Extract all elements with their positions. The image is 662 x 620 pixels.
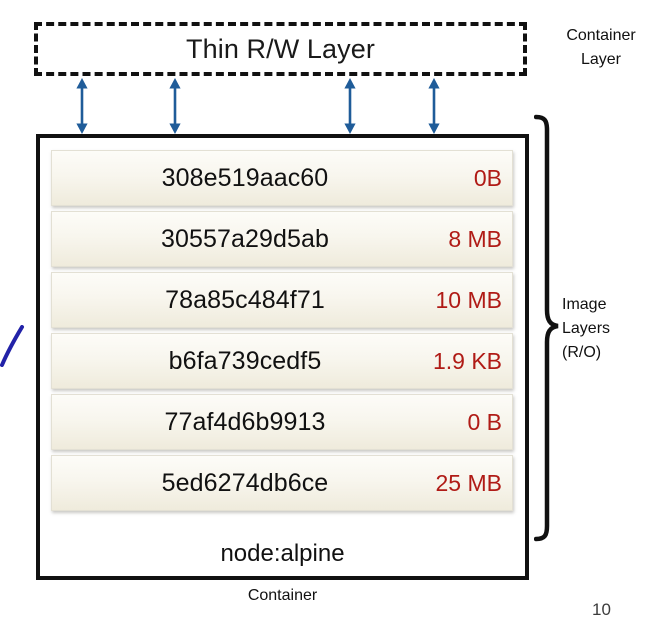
image-layers-caption-line3: (R/O) — [562, 344, 602, 361]
container-caption: Container — [247, 587, 318, 604]
image-layer-row: 5ed6274db6ce 25 MB — [51, 455, 513, 511]
curly-brace-icon — [534, 114, 560, 542]
image-name-label: node:alpine — [220, 540, 345, 567]
container-layer-caption: Container Layer — [545, 24, 657, 72]
image-layer-row: 308e519aac60 0B — [51, 150, 513, 206]
double-arrow-icon-3 — [341, 78, 359, 134]
image-layer-hash: 78a85c484f71 — [165, 285, 325, 314]
image-layer-row: 77af4d6b9913 0 B — [51, 394, 513, 450]
double-arrow-icon-1 — [73, 78, 91, 134]
thin-rw-layer-label: Thin R/W Layer — [186, 33, 375, 64]
blue-slash-mark-icon — [0, 325, 26, 367]
image-layer-hash: 77af4d6b9913 — [164, 407, 326, 436]
image-layer-stack: 308e519aac60 0B 30557a29d5ab 8 MB 78a85c… — [51, 150, 513, 516]
image-layer-row: 78a85c484f71 10 MB — [51, 272, 513, 328]
thin-rw-layer-box: Thin R/W Layer — [34, 22, 527, 76]
image-layer-row: b6fa739cedf5 1.9 KB — [51, 333, 513, 389]
image-layer-size: 8 MB — [448, 225, 502, 252]
image-layer-size: 25 MB — [435, 469, 502, 496]
container-layer-caption-line1: Container — [566, 27, 636, 44]
double-arrow-icon-2 — [166, 78, 184, 134]
image-layer-size: 0B — [473, 164, 502, 191]
image-layer-size: 0 B — [467, 408, 502, 435]
image-layer-hash: 5ed6274db6ce — [161, 468, 329, 497]
image-layer-hash: 30557a29d5ab — [160, 224, 330, 253]
image-layer-hash: 308e519aac60 — [161, 163, 329, 192]
image-layer-row: 30557a29d5ab 8 MB — [51, 211, 513, 267]
double-arrow-icon-4 — [425, 78, 443, 134]
page-number: 10 — [592, 600, 611, 619]
image-layers-caption-line2: Layers — [562, 320, 611, 337]
container-box: 308e519aac60 0B 30557a29d5ab 8 MB 78a85c… — [36, 134, 529, 580]
image-layers-caption: Image Layers (R/O) — [562, 293, 660, 365]
image-layer-size: 1.9 KB — [432, 347, 502, 374]
image-layer-hash: b6fa739cedf5 — [168, 346, 322, 375]
image-layers-caption-line1: Image — [562, 296, 607, 313]
image-layer-size: 10 MB — [435, 286, 502, 313]
container-layer-caption-line2: Layer — [580, 51, 622, 68]
